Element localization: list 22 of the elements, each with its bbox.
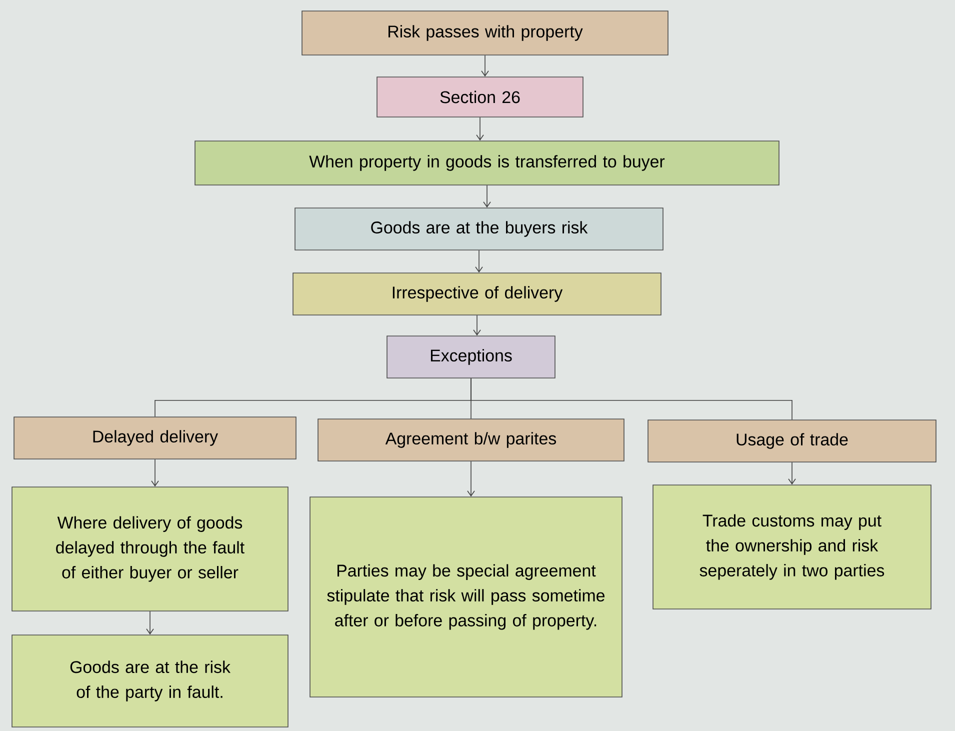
arrow	[467, 460, 475, 497]
process-box: Where delivery of goods delayed through the fault of either buyer or seller	[12, 486, 288, 612]
process-box: Delayed delivery	[14, 416, 296, 460]
arrow	[475, 250, 483, 273]
process-box: Exceptions	[386, 336, 556, 378]
arrow	[151, 458, 159, 487]
process-box: Trade customs may put the ownership and risk seperately in two parties	[652, 484, 932, 610]
arrow	[483, 184, 491, 208]
process-box: Agreement b/w parites	[318, 418, 624, 462]
process-box: Usage of trade	[648, 420, 936, 462]
arrow	[788, 462, 796, 485]
arrow	[473, 314, 481, 336]
arrow	[476, 116, 484, 141]
process-box: Parties may be special agreement stipulate that risk will pass sometime after or before passing of property.	[310, 496, 622, 698]
process-box: Goods are at the risk of the party in fault.	[12, 634, 288, 728]
process-box: Section 26	[376, 76, 584, 118]
process-box: Goods are at the buyers risk	[294, 208, 664, 250]
process-box: Risk passes with property	[302, 10, 668, 56]
arrow	[481, 54, 489, 77]
process-box: When property in goods is transferred to buyer	[194, 140, 780, 186]
arrow	[146, 610, 154, 635]
process-box: Irrespective of delivery	[292, 272, 662, 316]
